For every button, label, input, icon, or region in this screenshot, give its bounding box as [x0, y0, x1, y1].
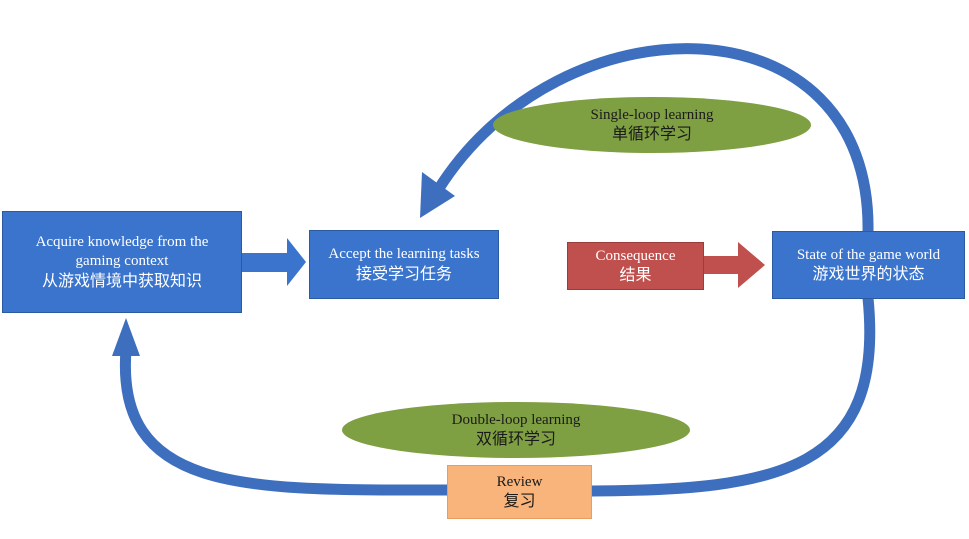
double-loop-arrow-left	[119, 344, 453, 496]
consequence-to-state-arrow	[704, 242, 765, 288]
double-loop-arrowhead	[112, 318, 140, 356]
consequence-node: Consequence 结果	[567, 242, 704, 290]
single-loop-label: Single-loop learning 单循环学习	[493, 97, 811, 153]
double-loop-label: Double-loop learning 双循环学习	[342, 402, 690, 458]
acquire-to-accept-arrow	[242, 238, 306, 286]
double-loop-label-en: Double-loop learning	[451, 411, 581, 428]
game-world-state-label-en: State of the game world	[796, 246, 941, 263]
review-label-zh: 复习	[503, 491, 536, 511]
game-world-state-label-zh: 游戏世界的状态	[812, 264, 925, 284]
accept-tasks-label-en: Accept the learning tasks	[328, 246, 480, 263]
consequence-label-en: Consequence	[595, 247, 676, 264]
acquire-knowledge-label-zh: 从游戏情境中获取知识	[41, 270, 202, 290]
game-world-state-node: State of the game world 游戏世界的状态	[772, 231, 965, 299]
accept-tasks-node: Accept the learning tasks 接受学习任务	[309, 230, 499, 299]
single-loop-label-en: Single-loop learning	[590, 106, 714, 123]
accept-tasks-label-zh: 接受学习任务	[355, 263, 452, 283]
acquire-knowledge-label-en: Acquire knowledge from the gaming contex…	[35, 234, 209, 269]
single-loop-arrowhead	[420, 172, 455, 218]
acquire-knowledge-node: Acquire knowledge from the gaming contex…	[2, 211, 242, 313]
double-loop-label-zh: 双循环学习	[475, 429, 556, 449]
review-node: Review 复习	[447, 465, 592, 519]
single-loop-label-zh: 单循环学习	[611, 124, 692, 144]
double-loop-arrow-right	[586, 292, 876, 497]
consequence-label-zh: 结果	[619, 265, 652, 285]
review-label-en: Review	[496, 473, 543, 490]
